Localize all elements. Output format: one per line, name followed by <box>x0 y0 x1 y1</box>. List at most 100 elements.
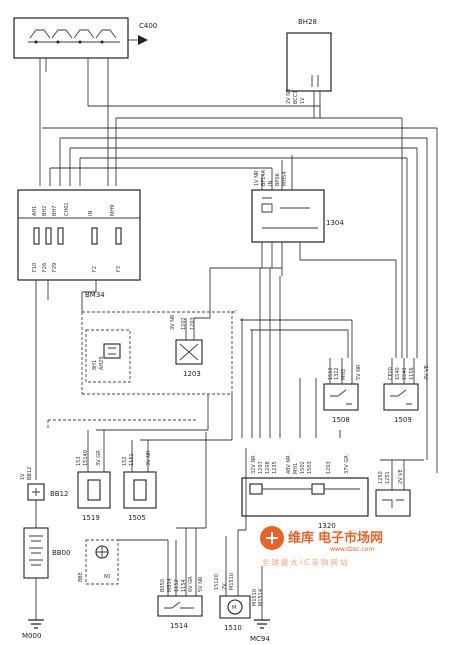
sensor-dashed-box <box>85 329 131 383</box>
svg-text:1502: 1502 <box>300 461 306 474</box>
c1505-label: 1505 <box>128 514 146 522</box>
c400-box <box>13 17 129 59</box>
bm34-pin-codes: AH1 BH2 BH7 CH01 IN MH9 F10 F26 F29 F2 F… <box>32 202 122 272</box>
watermark: 维库 电子市场网 www.dzsc.com 全球最大IC采购网站 <box>260 526 383 567</box>
c1510-label: 1510 <box>224 624 242 632</box>
c1510-wire-codes: 15120 2V M1510 <box>214 573 235 590</box>
c1304-box <box>251 189 325 243</box>
c1510-feeds <box>225 448 247 596</box>
c1514-label: 1514 <box>170 622 188 630</box>
svg-text:1540: 1540 <box>395 367 401 380</box>
c1203-wire-codes: 3V NR 1202 1203 <box>170 314 196 330</box>
sensor-wire-codes: 8H1 AH29 <box>92 356 105 370</box>
svg-text:1511: 1511 <box>328 367 334 380</box>
right-sensor-feeds <box>380 459 424 490</box>
mc94-label: MC94 <box>250 635 270 643</box>
bh28-wire-codes: 2V NR BCC1 1V <box>286 88 306 104</box>
c1514-switch-icon <box>164 601 194 609</box>
watermark-url: www.dzsc.com <box>330 546 374 553</box>
svg-text:1V NR: 1V NR <box>254 170 260 186</box>
svg-text:32V NR: 32V NR <box>251 455 257 474</box>
svg-text:1V: 1V <box>20 473 26 480</box>
c1508-box <box>323 383 359 411</box>
bb12-feed-codes: 1V BB12 <box>20 467 33 480</box>
sensor-contacts <box>108 347 116 355</box>
svg-text:2V VE: 2V VE <box>398 469 404 484</box>
svg-text:1156: 1156 <box>409 367 415 380</box>
harness-dashed-lower <box>47 419 198 430</box>
bh28-box <box>286 32 332 92</box>
bm34-outputs <box>35 280 97 330</box>
bh28-label: BH28 <box>298 18 317 26</box>
svg-text:1251: 1251 <box>385 471 391 484</box>
svg-text:BCC1: BCC1 <box>293 90 299 104</box>
svg-text:1235: 1235 <box>272 461 278 474</box>
c1514-feeds <box>118 432 207 596</box>
svg-text:1208: 1208 <box>265 461 271 474</box>
svg-text:2V: 2V <box>222 583 228 590</box>
svg-text:M514: M514 <box>167 578 173 592</box>
c1509-leads <box>391 358 415 384</box>
c1519-label: 1519 <box>82 514 100 522</box>
svg-text:1203: 1203 <box>326 461 332 474</box>
svg-text:1V: 1V <box>300 97 306 104</box>
control-wire-codes: 8BE 60 <box>78 572 110 582</box>
svg-text:1503: 1503 <box>307 461 313 474</box>
svg-text:MH2: MH2 <box>341 369 347 380</box>
m000-ground-icon <box>28 619 44 629</box>
c1505-feeds <box>131 394 233 472</box>
svg-text:3V NR: 3V NR <box>170 314 176 330</box>
svg-text:IN: IN <box>268 181 274 186</box>
svg-text:152: 152 <box>122 456 128 466</box>
watermark-brand: 维库 <box>288 530 314 546</box>
svg-text:BF14A: BF14A <box>261 169 267 186</box>
svg-text:AH1: AH1 <box>32 206 38 216</box>
c1508-wire-codes: 1511 1312 MH2 5V NR <box>328 364 362 380</box>
c1509-switch-icon <box>390 389 412 405</box>
svg-text:1154: 1154 <box>181 579 187 592</box>
bh28-contacts <box>311 75 319 87</box>
svg-text:60: 60 <box>104 574 110 580</box>
c1519-feeds <box>87 394 209 472</box>
c1304-label: 1304 <box>326 219 344 227</box>
svg-text:1207: 1207 <box>258 461 264 474</box>
svg-text:F29: F29 <box>52 263 58 272</box>
svg-text:M1514: M1514 <box>258 589 264 606</box>
svg-text:1152: 1152 <box>174 579 180 592</box>
svg-text:F10: F10 <box>32 263 38 272</box>
svg-text:1541: 1541 <box>402 367 408 380</box>
c1203-leads <box>185 298 211 340</box>
control-gear-spokes <box>96 546 108 558</box>
svg-text:BP06: BP06 <box>275 173 281 186</box>
svg-text:M1510: M1510 <box>252 589 258 606</box>
svg-text:15120: 15120 <box>214 574 220 590</box>
c1203-label: 1203 <box>183 370 201 378</box>
bb12-icon <box>32 488 40 496</box>
c1508-switch-icon <box>330 389 352 405</box>
svg-text:F26: F26 <box>42 263 48 272</box>
svg-text:3V NR: 3V NR <box>146 450 152 466</box>
c1304-outputs <box>261 242 397 358</box>
c1320-box <box>241 477 369 517</box>
right-sensor-wire-codes: 1250 1251 2V VE <box>378 469 404 484</box>
bh28-leads <box>313 91 321 118</box>
c1505-element-icon <box>133 479 147 501</box>
m000-label: M000 <box>22 632 41 640</box>
c1519-element-icon <box>87 479 101 501</box>
svg-text:4V VE: 4V VE <box>424 365 430 380</box>
svg-text:5V NR: 5V NR <box>356 364 362 380</box>
svg-text:15140: 15140 <box>83 450 89 466</box>
svg-text:3V GR: 3V GR <box>96 450 102 466</box>
svg-text:BB12: BB12 <box>27 467 33 480</box>
svg-text:BH7: BH7 <box>52 206 58 216</box>
c1514-box <box>157 595 203 617</box>
mc94-wire-codes: M1510 M1514 <box>252 589 264 606</box>
c1320-wire-codes: 32V NR 1207 1208 1235 48V NR MH1 1502 15… <box>251 455 350 474</box>
svg-text:F2: F2 <box>92 266 98 272</box>
svg-text:37V GR: 37V GR <box>344 455 350 474</box>
c1509-box <box>383 383 419 411</box>
c1304-wire-codes: 1V NR BF14A IN BP06 MH54 <box>254 169 288 186</box>
c1505-wire-codes: 152 1151 3V NR <box>122 450 152 466</box>
c1509-wire-codes: CP20 1540 1541 1156 4V VE <box>388 365 430 380</box>
c1203-switch-icon <box>179 343 199 361</box>
